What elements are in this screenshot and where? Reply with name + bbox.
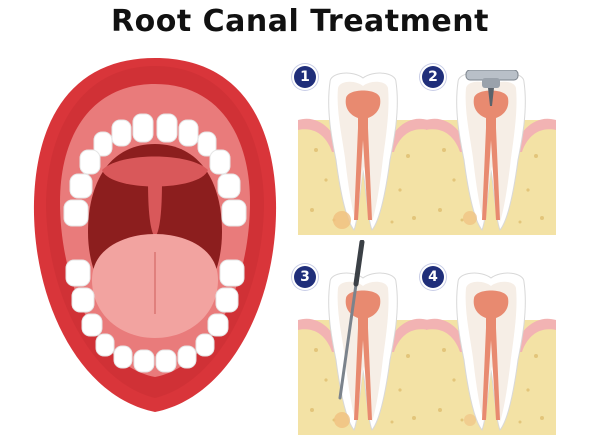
step-3-panel: 3 [294, 240, 429, 439]
dental-drill-icon [465, 69, 519, 106]
page-title: Root Canal Treatment [111, 4, 489, 39]
step-2-panel: 2 [422, 66, 557, 239]
step-number-badge: 1 [294, 66, 316, 88]
lower-teeth [65, 259, 245, 373]
filled-canal [473, 290, 509, 420]
tooth-diagram-step-2 [425, 69, 557, 236]
step-number-badge: 3 [294, 266, 316, 288]
step-number-badge: 2 [422, 66, 444, 88]
endodontic-file-icon [338, 240, 365, 400]
tooth-diagram-step-4 [425, 272, 557, 436]
pulp-chamber [345, 290, 381, 420]
tooth-diagram-step-1 [297, 72, 429, 236]
pulp-chamber [473, 90, 509, 220]
step-number-badge: 4 [422, 266, 444, 288]
pulp-chamber [345, 90, 381, 220]
step-1-panel: 1 [294, 66, 429, 239]
palate [102, 156, 208, 187]
uvula [148, 180, 162, 238]
step-4-panel: 4 [422, 266, 557, 439]
tooth-diagram-step-3 [297, 272, 429, 436]
infection-spot [333, 211, 351, 229]
open-mouth-illustration [33, 58, 277, 412]
upper-teeth [63, 113, 247, 227]
